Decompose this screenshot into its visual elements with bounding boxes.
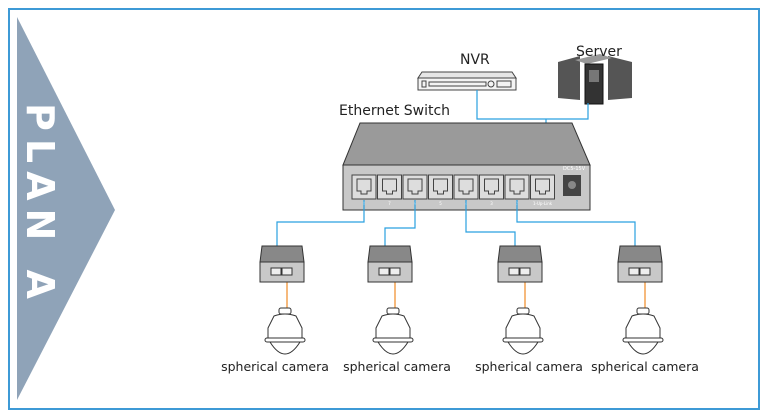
nvr-device xyxy=(417,71,517,91)
switch-port: 4 xyxy=(453,174,479,206)
switch-power-label: DC5-15V xyxy=(563,166,586,172)
camera-label: spherical camera xyxy=(221,359,329,374)
poe-injector xyxy=(617,245,663,283)
server-label: Server xyxy=(576,44,622,60)
switch-port: 1-Up-Link xyxy=(530,174,555,206)
switch-port: 8 xyxy=(351,174,377,206)
port-label: 5 xyxy=(439,201,442,206)
switch-label: Ethernet Switch xyxy=(339,103,451,119)
dome-camera-icon xyxy=(622,307,664,355)
camera-label: spherical camera xyxy=(343,359,451,374)
port-label: 3 xyxy=(490,201,493,206)
poe-injector xyxy=(259,245,305,283)
nvr-label: NVR xyxy=(460,52,490,68)
switch-port: 7 xyxy=(377,174,402,206)
dome-camera-icon xyxy=(372,307,414,355)
port-label: 7 xyxy=(388,201,391,206)
switch-port: 5 xyxy=(428,174,453,206)
diagram-frame xyxy=(8,8,760,410)
poe-injector xyxy=(497,245,543,283)
dome-camera-icon xyxy=(264,307,306,355)
dome-camera-icon xyxy=(502,307,544,355)
camera-label: spherical camera xyxy=(475,359,583,374)
poe-injector xyxy=(367,245,413,283)
switch-port: 3 xyxy=(479,174,504,206)
switch-port: 2 xyxy=(504,174,530,206)
camera-label: spherical camera xyxy=(591,359,699,374)
port-label: 1-Up-Link xyxy=(533,201,553,206)
server-icon xyxy=(558,54,632,105)
plan-arrow xyxy=(17,17,115,400)
plan-title: PLAN A xyxy=(18,103,62,307)
switch-port: 6 xyxy=(402,174,428,206)
